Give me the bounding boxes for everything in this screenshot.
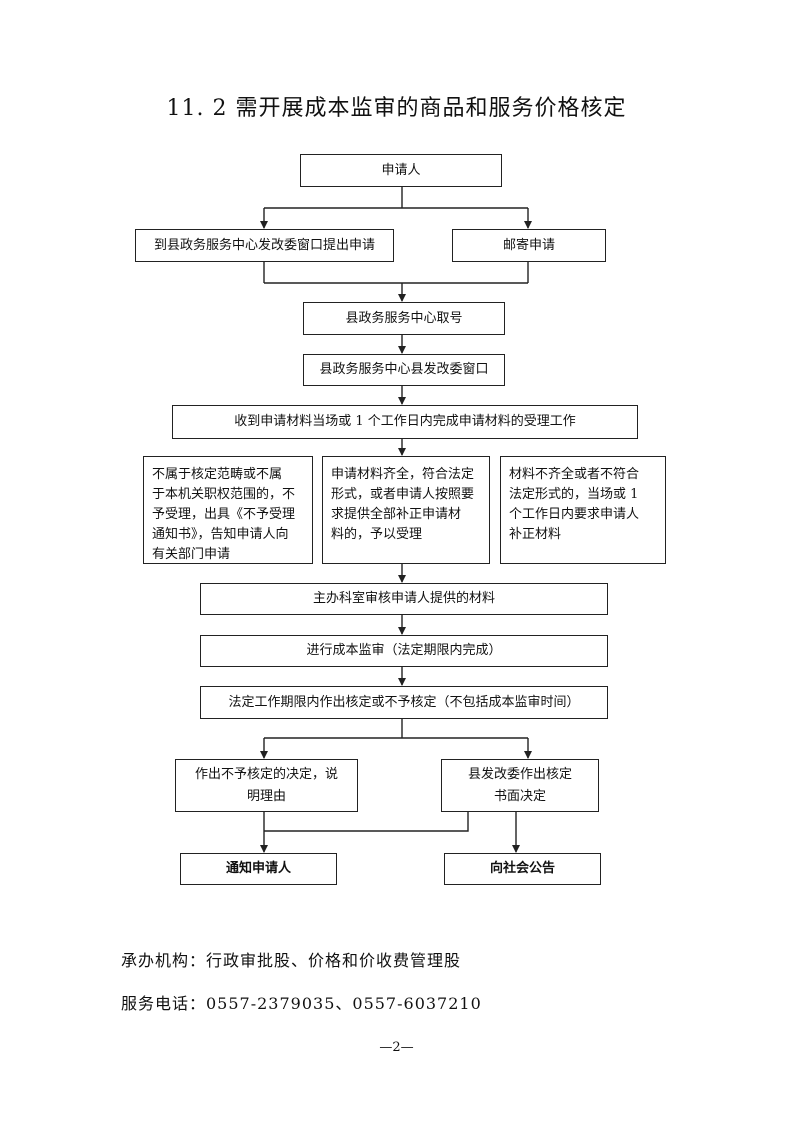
receive-box: 收到申请材料当场或 1 个工作日内完成申请材料的受理工作 xyxy=(172,405,638,439)
accept-box: 申请材料齐全，符合法定 形式，或者申请人按照要 求提供全部补正申请材 料的，予以… xyxy=(322,456,490,564)
take-number-box: 县政务服务中心取号 xyxy=(303,302,505,335)
approve-box: 县发改委作出核定 书面决定 xyxy=(441,759,599,812)
decide-box: 法定工作期限内作出核定或不予核定（不包括成本监审时间） xyxy=(200,686,608,719)
apply-mail-box: 邮寄申请 xyxy=(452,229,606,262)
notify-box: 通知申请人 xyxy=(180,853,337,885)
applicant-box: 申请人 xyxy=(300,154,502,187)
phone-info: 服务电话：0557-2379035、0557-6037210 xyxy=(121,994,482,1013)
office-info: 承办机构：行政审批股、价格和价收费管理股 xyxy=(121,951,462,970)
page-title: 11. 2 需开展成本监审的商品和服务价格核定 xyxy=(166,96,627,121)
window-box: 县政务服务中心县发改委窗口 xyxy=(303,354,505,386)
announce-box: 向社会公告 xyxy=(444,853,601,885)
deny-box: 作出不予核定的决定，说 明理由 xyxy=(175,759,358,812)
audit-box: 进行成本监审（法定期限内完成） xyxy=(200,635,608,667)
supplement-box: 材料不齐全或者不符合 法定形式的，当场或 1 个工作日内要求申请人 补正材料 xyxy=(500,456,666,564)
apply-window-box: 到县政务服务中心发改委窗口提出申请 xyxy=(135,229,394,262)
page-number: —2— xyxy=(379,1040,414,1055)
review-box: 主办科室审核申请人提供的材料 xyxy=(200,583,608,615)
reject-box: 不属于核定范畴或不属 于本机关职权范围的，不 予受理，出具《不予受理 通知书》，… xyxy=(143,456,313,564)
